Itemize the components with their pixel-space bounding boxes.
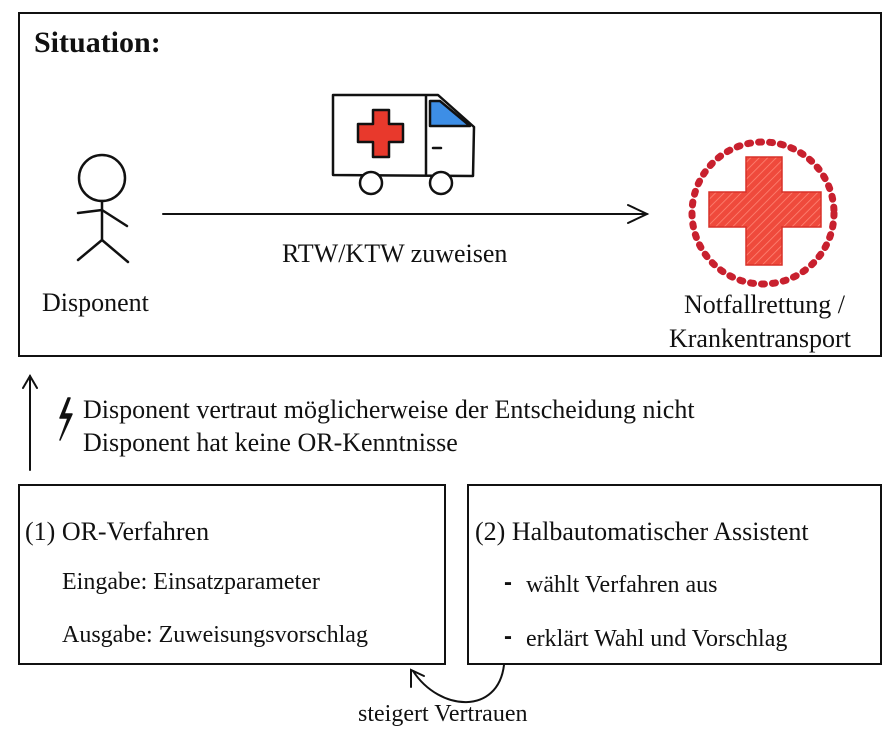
- situation-title: Situation:: [34, 26, 161, 59]
- or-method-output: Ausgabe: Zuweisungsvorschlag: [62, 622, 368, 648]
- situation-panel: [18, 12, 882, 357]
- issue-line-2: Disponent hat keine OR-Kenntnisse: [83, 428, 458, 457]
- actor-label: Disponent: [42, 288, 149, 317]
- assign-label: RTW/KTW zuweisen: [282, 239, 508, 268]
- or-method-input: Eingabe: Einsatzparameter: [62, 569, 320, 595]
- feedback-label: steigert Vertrauen: [358, 701, 528, 727]
- assistant-panel: [467, 484, 882, 665]
- target-label-line2: Krankentransport: [669, 324, 851, 353]
- assistant-title: (2) Halbautomatischer Assistent: [475, 517, 809, 546]
- issue-line-1: Disponent vertraut möglicherweise der En…: [83, 395, 695, 424]
- or-method-title: (1) OR-Verfahren: [25, 517, 210, 546]
- assistant-bullet-2: -: [504, 623, 512, 650]
- target-label-line1: Notfallrettung /: [684, 290, 846, 319]
- assistant-item-2: erklärt Wahl und Vorschlag: [526, 626, 788, 652]
- assistant-bullet-1: -: [504, 569, 512, 596]
- or-method-panel: [18, 484, 446, 665]
- assistant-item-1: wählt Verfahren aus: [526, 572, 718, 598]
